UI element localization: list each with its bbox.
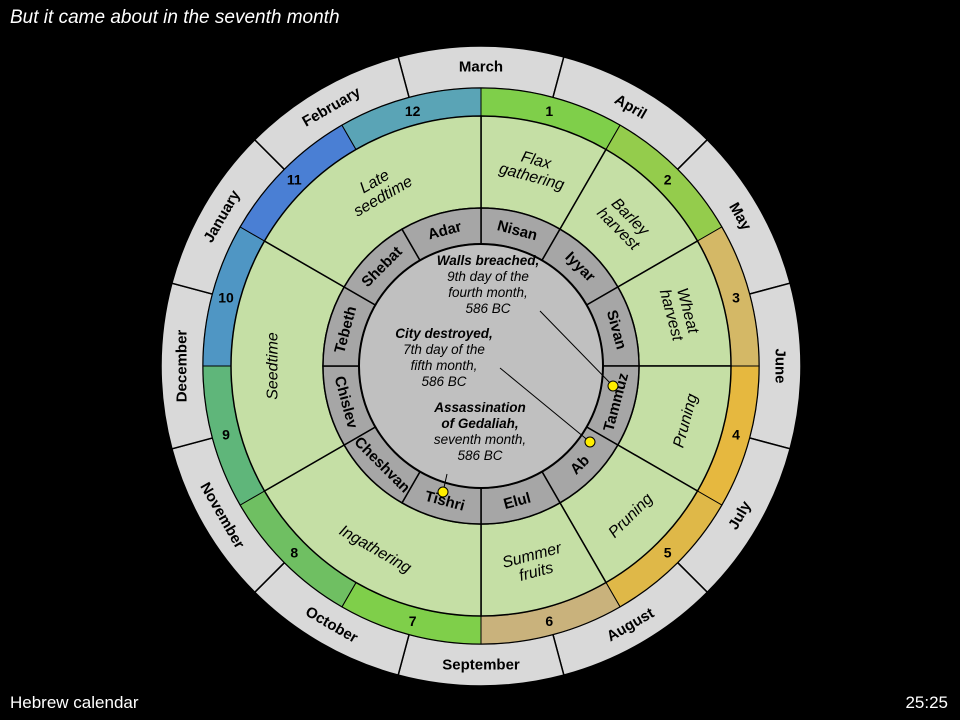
event-title: of Gedaliah, xyxy=(441,416,518,431)
gregorian-month-label: June xyxy=(772,348,789,383)
center-disc xyxy=(358,243,604,489)
month-number-label: 1 xyxy=(545,103,553,119)
event-title: Assassination xyxy=(433,400,526,415)
month-number-label: 2 xyxy=(664,171,672,187)
event-title: Walls breached, xyxy=(437,253,540,268)
event-detail: fourth month, xyxy=(448,285,528,300)
season-label: Seedtime xyxy=(265,332,282,400)
month-number-label: 7 xyxy=(409,613,417,629)
slide-title: But it came about in the seventh month xyxy=(10,7,340,28)
month-number-label: 11 xyxy=(287,171,302,187)
month-number-label: 4 xyxy=(732,426,740,442)
hebrew-month-ring: NisanIyyarSivanTammuzAbElulTishriCheshva… xyxy=(322,207,640,525)
event-detail: 7th day of the xyxy=(403,342,485,357)
slide-number: 25:25 xyxy=(905,693,948,712)
event-detail: 586 BC xyxy=(421,374,466,389)
event-detail: 586 BC xyxy=(457,448,502,463)
hebrew-month-label: Elul xyxy=(502,489,533,513)
event-detail: 9th day of the xyxy=(447,269,529,284)
pointer-line xyxy=(499,367,591,443)
month-number-label: 5 xyxy=(664,545,672,561)
event-detail: fifth month, xyxy=(411,358,478,373)
event-detail: 586 BC xyxy=(465,301,510,316)
month-number-label: 3 xyxy=(732,290,740,306)
month-number-label: 9 xyxy=(222,426,230,442)
agricultural-season-ring: FlaxgatheringBarleyharvestWheatharvestPr… xyxy=(230,115,732,617)
gregorian-month-label: September xyxy=(442,657,520,674)
season-label-line: Seedtime xyxy=(265,332,282,400)
month-number-label: 12 xyxy=(405,103,421,119)
footer-caption: Hebrew calendar xyxy=(10,693,139,712)
month-number-label: 8 xyxy=(290,545,298,561)
date-marker xyxy=(584,436,596,448)
date-marker xyxy=(437,486,449,498)
date-marker xyxy=(607,380,619,392)
month-number-label: 10 xyxy=(218,290,234,306)
event-detail: seventh month, xyxy=(434,432,526,447)
pointer-line xyxy=(539,310,614,387)
gregorian-month-label: December xyxy=(174,330,191,403)
event-title: City destroyed, xyxy=(395,326,493,341)
gregorian-month-label: March xyxy=(459,59,503,76)
month-number-label: 6 xyxy=(545,613,553,629)
